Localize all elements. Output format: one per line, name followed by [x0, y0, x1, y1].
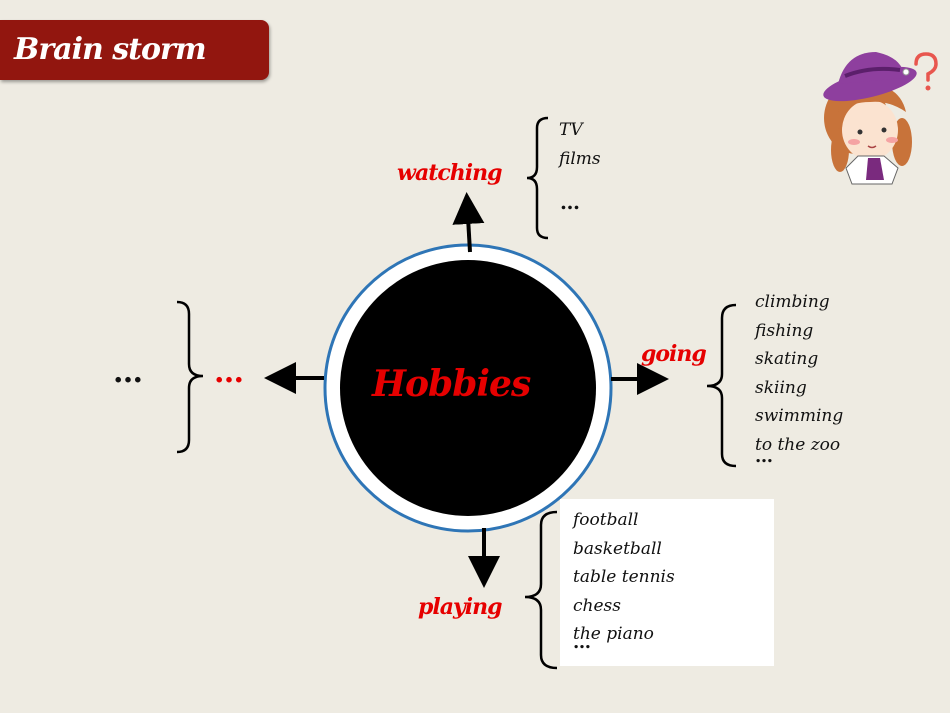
list-item: basketball: [573, 538, 662, 559]
more-watching: …: [560, 190, 586, 214]
branch-label-going: going: [641, 341, 707, 367]
mascot-girl-icon: [823, 52, 938, 185]
slide-title: Brain storm: [14, 32, 207, 67]
list-item: films: [559, 149, 601, 169]
center-circle: [340, 260, 596, 516]
list-item: TV: [559, 120, 583, 140]
more-left-black: …: [113, 355, 149, 390]
branch-label-watching: watching: [397, 160, 502, 186]
list-going: climbing fishing skating skiing swimming…: [755, 288, 843, 459]
brace-watching: [526, 116, 549, 240]
list-playing: football basketball table tennis chess t…: [573, 506, 675, 649]
list-item: to the zoo: [755, 434, 841, 455]
center-label: Hobbies: [372, 363, 531, 405]
more-going: …: [755, 446, 779, 467]
brace-playing: [524, 510, 558, 670]
playing-panel: [560, 499, 774, 666]
list-item: climbing: [755, 292, 830, 312]
more-playing: …: [573, 632, 597, 653]
branch-label-playing: playing: [418, 594, 503, 620]
brace-going: [706, 303, 737, 468]
list-item: fishing: [755, 320, 814, 341]
list-item: the piano: [573, 624, 654, 644]
list-item: skating: [755, 349, 819, 369]
list-item: swimming: [755, 406, 844, 426]
list-watching: TV films: [559, 116, 601, 174]
more-left-red: …: [214, 355, 250, 390]
list-item: skiing: [755, 377, 807, 398]
arrow-up: [452, 192, 485, 253]
list-item: football: [573, 510, 639, 530]
brace-left: [176, 300, 204, 454]
list-item: table tennis: [573, 567, 675, 587]
list-item: chess: [573, 595, 621, 616]
title-banner: Brain storm: [0, 20, 269, 80]
